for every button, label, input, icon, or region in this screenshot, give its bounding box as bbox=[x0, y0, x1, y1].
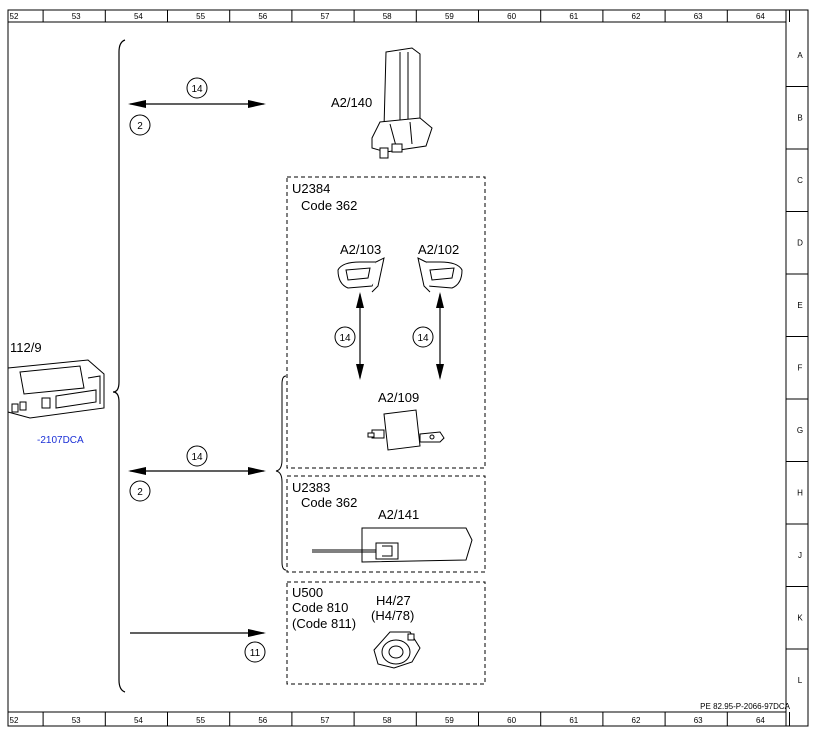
column-label: 57 bbox=[321, 12, 330, 21]
a2-102-label: A2/102 bbox=[418, 242, 459, 257]
column-label: 64 bbox=[756, 716, 765, 725]
column-label: 60 bbox=[507, 12, 516, 21]
u2383-box bbox=[286, 475, 486, 573]
column-label: 62 bbox=[632, 716, 641, 725]
arrowhead-right-top bbox=[248, 100, 266, 108]
a2-141-label: A2/141 bbox=[378, 507, 419, 522]
circle-2-top-text: 2 bbox=[137, 121, 143, 132]
main-brace bbox=[112, 39, 126, 693]
column-label: 59 bbox=[445, 12, 454, 21]
row-label: J bbox=[798, 551, 802, 560]
arrowhead-down-left bbox=[356, 364, 364, 380]
row-ticks bbox=[786, 86, 808, 650]
column-label: 61 bbox=[569, 12, 578, 21]
radio-unit-drawing bbox=[7, 359, 105, 419]
column-label: 63 bbox=[694, 12, 703, 21]
footer-ref: PE 82.95-P-2066-97DCA bbox=[700, 702, 790, 711]
circle-14-left bbox=[334, 326, 356, 348]
circle-14-right-text: 14 bbox=[417, 333, 429, 344]
arrowhead-left-top bbox=[128, 100, 146, 108]
h4-27-label: H4/27 bbox=[376, 593, 411, 608]
column-label: 56 bbox=[258, 12, 267, 21]
column-ticks bbox=[42, 10, 790, 726]
arrowhead-up-left bbox=[356, 292, 364, 308]
column-label: 52 bbox=[10, 12, 19, 21]
row-label: K bbox=[797, 614, 803, 623]
u2384-code: Code 362 bbox=[301, 198, 357, 213]
circle-14-mid-text: 14 bbox=[191, 452, 203, 463]
row-label: G bbox=[797, 426, 803, 435]
arrowhead-right-bottom bbox=[248, 629, 266, 637]
column-label: 54 bbox=[134, 716, 143, 725]
circle-11 bbox=[244, 641, 266, 663]
a2-140-label: A2/140 bbox=[331, 95, 372, 110]
column-label: 55 bbox=[196, 716, 205, 725]
u500-name: U500 bbox=[292, 585, 323, 600]
circle-2-mid-text: 2 bbox=[137, 487, 143, 498]
u2384-name: U2384 bbox=[292, 181, 330, 196]
column-label: 63 bbox=[694, 716, 703, 725]
inner-brace bbox=[275, 375, 287, 571]
column-label: 56 bbox=[258, 716, 267, 725]
circle-14-mid bbox=[186, 445, 208, 467]
frame-border bbox=[7, 9, 809, 727]
row-label: F bbox=[798, 364, 803, 373]
row-label: B bbox=[797, 114, 802, 123]
column-label: 58 bbox=[383, 12, 392, 21]
a2-109-module-drawing bbox=[367, 409, 445, 451]
arrowhead-left-mid bbox=[128, 467, 146, 475]
column-label: 58 bbox=[383, 716, 392, 725]
circle-14-left-text: 14 bbox=[339, 333, 351, 344]
row-label: E bbox=[797, 301, 802, 310]
column-label: 53 bbox=[72, 12, 81, 21]
column-label: 62 bbox=[632, 12, 641, 21]
column-label: 57 bbox=[321, 716, 330, 725]
u2384-box bbox=[286, 176, 486, 469]
u500-code: Code 810 bbox=[292, 600, 348, 615]
left-part-label: 112/9 bbox=[10, 340, 42, 355]
circle-14-right bbox=[412, 326, 434, 348]
a2-102-mirror-drawing bbox=[417, 257, 463, 293]
left-ref-label: -2107DCA bbox=[37, 435, 84, 446]
column-label: 60 bbox=[507, 716, 516, 725]
h4-27-speaker-drawing bbox=[373, 631, 421, 669]
circle-14-top-text: 14 bbox=[191, 84, 203, 95]
u2383-name: U2383 bbox=[292, 480, 330, 495]
a2-109-label: A2/109 bbox=[378, 390, 419, 405]
h4-78-label: (H4/78) bbox=[371, 608, 414, 623]
row-labels: A B C D E F G H J K L bbox=[797, 51, 803, 685]
circle-14-top bbox=[186, 77, 208, 99]
a2-141-antenna-drawing bbox=[312, 527, 473, 563]
u2383-code: Code 362 bbox=[301, 495, 357, 510]
arrowhead-down-right bbox=[436, 364, 444, 380]
column-label: 59 bbox=[445, 716, 454, 725]
u500-code-alt: (Code 811) bbox=[292, 616, 356, 631]
u500-box bbox=[286, 581, 486, 685]
row-label: C bbox=[797, 176, 803, 185]
column-label: 53 bbox=[72, 716, 81, 725]
column-labels: 52 52 53 53 54 54 55 55 56 56 57 57 58 58 59 59 60 60 61 61… bbox=[10, 12, 766, 725]
row-label: H bbox=[797, 489, 803, 498]
column-label: 64 bbox=[756, 12, 765, 21]
a2-103-label: A2/103 bbox=[340, 242, 381, 257]
arrowhead-right-mid bbox=[248, 467, 266, 475]
a2-103-mirror-drawing bbox=[337, 257, 385, 293]
column-label: 55 bbox=[196, 12, 205, 21]
row-label: L bbox=[798, 676, 803, 685]
circle-2-top bbox=[129, 114, 151, 136]
column-label: 52 bbox=[10, 716, 19, 725]
column-label: 54 bbox=[134, 12, 143, 21]
a2-140-antenna-drawing bbox=[371, 47, 433, 159]
circle-2-mid bbox=[129, 480, 151, 502]
row-label: A bbox=[797, 51, 803, 60]
circle-11-text: 11 bbox=[250, 648, 261, 659]
column-label: 61 bbox=[569, 716, 578, 725]
row-label: D bbox=[797, 239, 803, 248]
arrowhead-up-right bbox=[436, 292, 444, 308]
